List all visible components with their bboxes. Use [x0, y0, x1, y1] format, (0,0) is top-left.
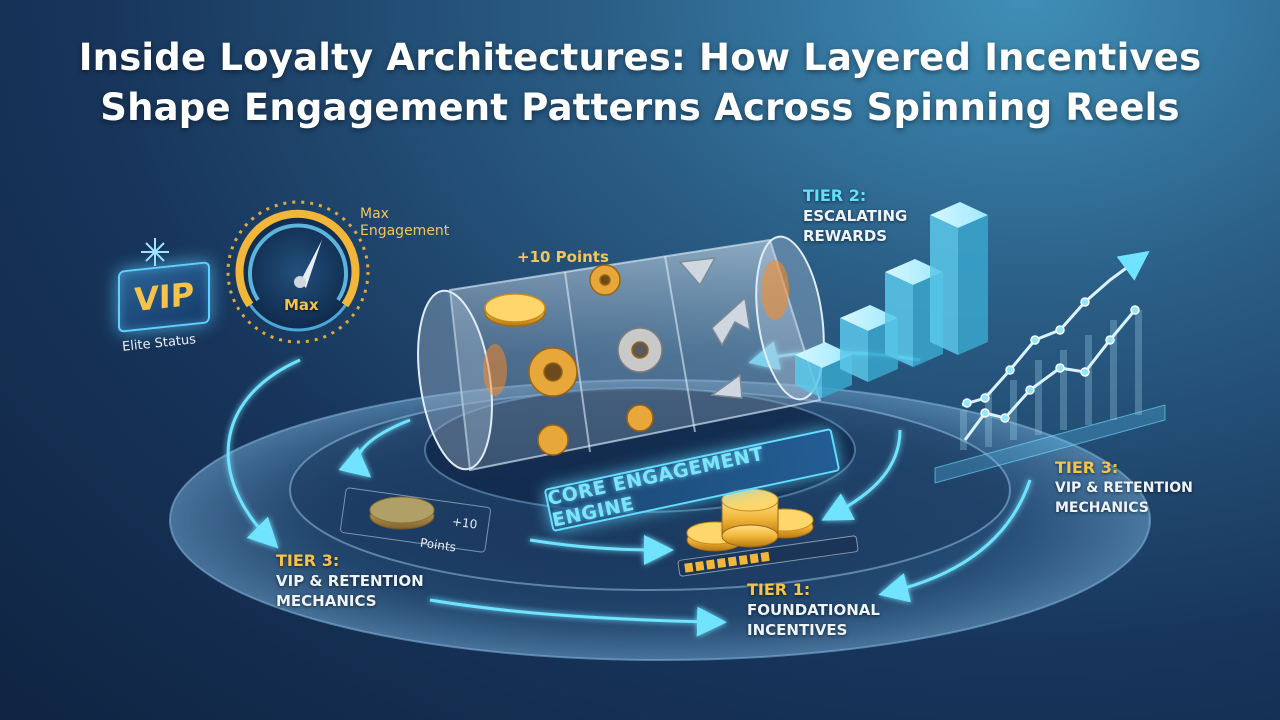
gauge-center-label: Max [284, 296, 319, 314]
gauge-icon [226, 200, 370, 344]
tier1-head: TIER 1: [747, 580, 811, 599]
flow-arrows [226, 341, 1032, 637]
bar-chart-icon [795, 202, 988, 398]
tier3-right-line2: MECHANICS [1055, 500, 1149, 516]
outer-ring-arrow-left [226, 358, 301, 549]
inner-ring-arrow-right [821, 429, 902, 521]
tier1-progress-bar [677, 535, 859, 577]
outer-ring-arrow-right [878, 479, 1032, 603]
coin-icon [369, 496, 435, 530]
tier3-left-label: TIER 3: VIP & RETENTION MECHANICS [276, 551, 424, 611]
tier2-label: TIER 2: ESCALATING REWARDS [803, 186, 907, 246]
page-title-line2: Shape Engagement Patterns Across Spinnin… [100, 86, 1180, 129]
tier1-line2: INCENTIVES [747, 621, 848, 639]
tier1-line1: FOUNDATIONAL [747, 601, 880, 619]
outer-ring-arrow-bottom [429, 598, 727, 637]
inner-ring-arrow-left [338, 418, 411, 478]
max-engagement-label: Max Engagement [360, 206, 449, 240]
inner-ring-arrow-bottom [529, 534, 674, 565]
page-title-line1: Inside Loyalty Architectures: How Layere… [78, 36, 1202, 79]
max-engagement-line2: Engagement [360, 223, 450, 239]
tier3-left-line2: MECHANICS [276, 592, 377, 610]
tier2-line1: ESCALATING [803, 207, 908, 225]
sparkle-icon [141, 238, 169, 266]
coin-icon [484, 293, 546, 327]
tier3-right-label: TIER 3: VIP & RETENTION MECHANICS [1055, 458, 1193, 518]
tier3-right-line1: VIP & RETENTION [1055, 480, 1193, 496]
tier3-left-line1: VIP & RETENTION [276, 572, 424, 590]
vip-label: VIP [133, 274, 195, 320]
tier1-label: TIER 1: FOUNDATIONAL INCENTIVES [747, 580, 880, 640]
coin-stack-icon [686, 488, 814, 552]
line-chart-icon [934, 250, 1166, 484]
gear-icon [528, 264, 663, 456]
tier2-line2: REWARDS [803, 227, 888, 245]
arrow-up-icon [678, 257, 751, 399]
reel-points-label: +10 Points [517, 248, 609, 266]
tier3-left-head: TIER 3: [276, 551, 340, 570]
tier3-right-head: TIER 3: [1055, 458, 1119, 477]
tier2-head: TIER 2: [803, 186, 867, 205]
vip-badge-icon: VIP [118, 261, 210, 333]
max-engagement-line1: Max [360, 206, 389, 222]
